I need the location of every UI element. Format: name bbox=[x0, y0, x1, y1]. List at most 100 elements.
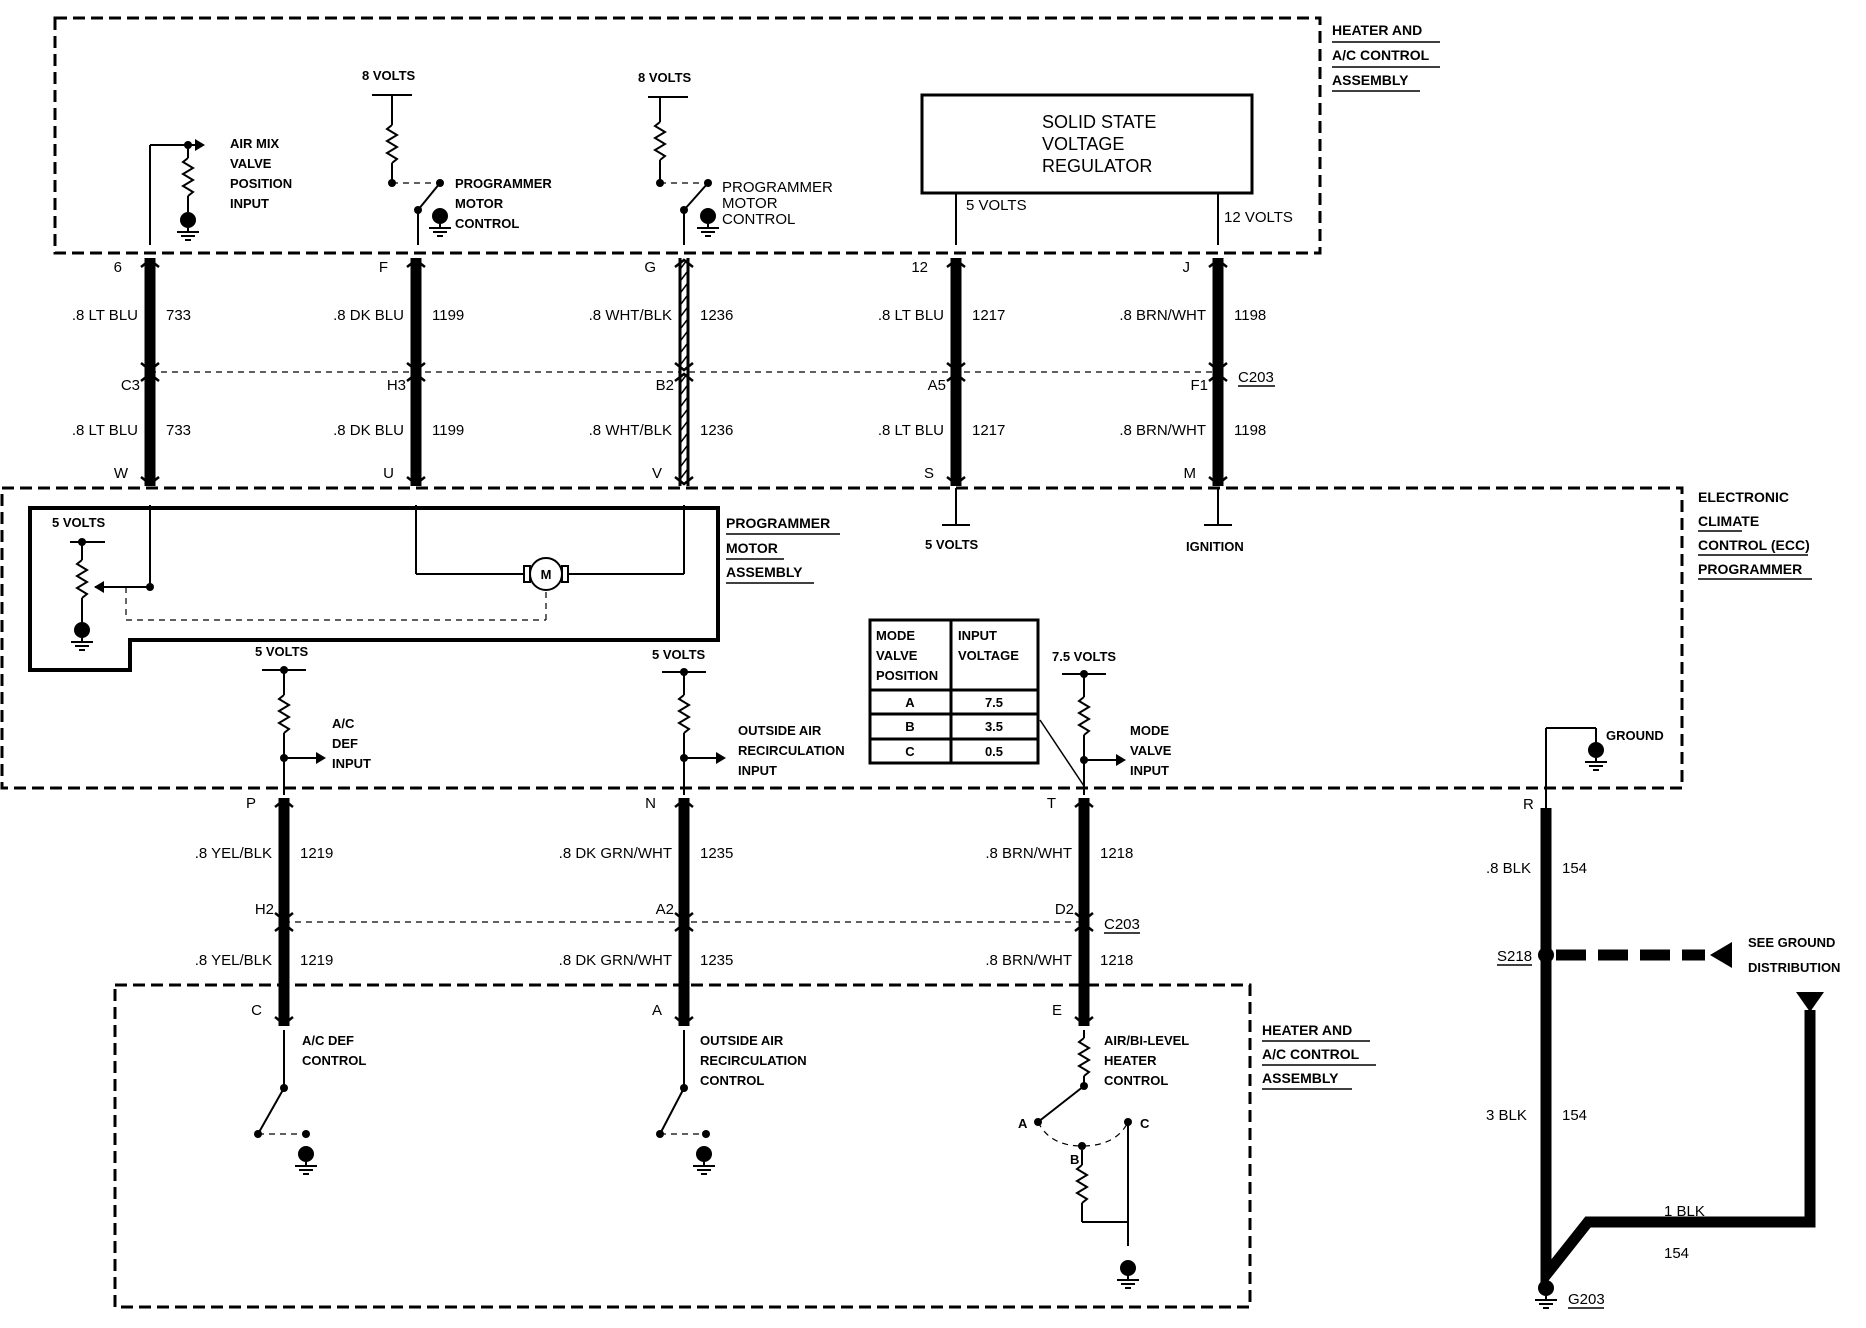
pin-label: D2 bbox=[1055, 901, 1074, 918]
svg-text:INPUT: INPUT bbox=[230, 196, 269, 211]
top-hac-box bbox=[53, 16, 1322, 255]
svg-text:CONTROL (ECC): CONTROL (ECC) bbox=[1698, 537, 1810, 553]
svg-text:RECIRCULATION: RECIRCULATION bbox=[738, 743, 845, 758]
bottom-hac-label: HEATER AND A/C CONTROL ASSEMBLY bbox=[1262, 1022, 1376, 1090]
svg-text:8 VOLTS: 8 VOLTS bbox=[638, 70, 692, 85]
svg-text:GROUND: GROUND bbox=[1606, 728, 1664, 743]
wire-color-label: .8 DK GRN/WHT bbox=[559, 952, 672, 969]
outside-air-input-circuit: 5 VOLTS OUTSIDE AIR RECIRCULATION INPUT bbox=[652, 647, 845, 795]
pin-label: G bbox=[644, 259, 656, 276]
wire-color-label: .8 WHT/BLK bbox=[589, 422, 672, 439]
svg-text:CONTROL: CONTROL bbox=[1104, 1073, 1168, 1088]
svg-text:ASSEMBLY: ASSEMBLY bbox=[1262, 1070, 1339, 1086]
regulator-outputs: 5 VOLTS 12 VOLTS bbox=[955, 193, 1293, 245]
voltage-regulator-box bbox=[920, 93, 1254, 195]
svg-text:5 VOLTS: 5 VOLTS bbox=[255, 644, 309, 659]
pin-label: F bbox=[379, 259, 388, 276]
svg-text:REGULATOR: REGULATOR bbox=[1042, 156, 1152, 176]
programmer-motor-assembly-box bbox=[28, 506, 720, 672]
ac-def-input-circuit: 5 VOLTS A/C DEF INPUT bbox=[255, 644, 371, 795]
svg-text:POSITION: POSITION bbox=[230, 176, 292, 191]
ecc-box bbox=[0, 486, 1684, 790]
svg-text:M: M bbox=[541, 567, 552, 582]
svg-text:DEF: DEF bbox=[332, 736, 358, 751]
circuit-number-label: 733 bbox=[166, 307, 191, 324]
wire-color-label: .8 LT BLU bbox=[878, 422, 944, 439]
svg-text:0.5: 0.5 bbox=[985, 744, 1003, 759]
svg-text:12 VOLTS: 12 VOLTS bbox=[1224, 209, 1293, 226]
svg-text:154: 154 bbox=[1562, 860, 1587, 877]
ground-distribution: R .8 BLK 154 S218 SEE GROUND DISTRIBUTIO… bbox=[1486, 795, 1840, 1309]
ac-def-control: A/C DEF CONTROL bbox=[254, 1030, 366, 1175]
programmer-motor: M bbox=[415, 505, 685, 591]
pin-label: W bbox=[114, 465, 129, 482]
svg-text:.8 BLK: .8 BLK bbox=[1486, 860, 1531, 877]
wire-color-label: .8 DK BLU bbox=[333, 422, 404, 439]
svg-text:MODE: MODE bbox=[1130, 723, 1169, 738]
motor-icon bbox=[529, 557, 563, 591]
pin-label: N bbox=[645, 795, 656, 812]
svg-text:S218: S218 bbox=[1497, 948, 1532, 965]
svg-text:B: B bbox=[1070, 1152, 1079, 1167]
pin-label: A5 bbox=[928, 377, 946, 394]
wire-color-label: .8 LT BLU bbox=[72, 422, 138, 439]
top-hac-label: HEATER AND A/C CONTROL ASSEMBLY bbox=[1332, 22, 1440, 92]
svg-text:PROGRAMMER: PROGRAMMER bbox=[455, 176, 552, 191]
circuit-number-label: 1198 bbox=[1234, 307, 1266, 324]
svg-text:5 VOLTS: 5 VOLTS bbox=[52, 515, 106, 530]
svg-text:A/C DEF: A/C DEF bbox=[302, 1033, 354, 1048]
svg-text:C: C bbox=[905, 744, 915, 759]
svg-text:RECIRCULATION: RECIRCULATION bbox=[700, 1053, 807, 1068]
circuit-number-label: 1217 bbox=[972, 307, 1005, 324]
ecc-m-input: IGNITION bbox=[1186, 488, 1244, 554]
svg-text:3.5: 3.5 bbox=[985, 719, 1003, 734]
programmer-motor-assembly-label: PROGRAMMER MOTOR ASSEMBLY bbox=[726, 515, 840, 584]
outside-air-control: OUTSIDE AIR RECIRCULATION CONTROL bbox=[656, 1030, 807, 1175]
voltage-regulator-label: SOLID STATE VOLTAGE REGULATOR bbox=[1042, 112, 1156, 176]
circuit-number-label: 1199 bbox=[432, 422, 464, 439]
pin-label: A bbox=[652, 1002, 662, 1019]
svg-text:OUTSIDE AIR: OUTSIDE AIR bbox=[738, 723, 822, 738]
wire-color-label: .8 BRN/WHT bbox=[985, 952, 1072, 969]
svg-text:MOTOR: MOTOR bbox=[722, 195, 778, 212]
circuit-number-label: 1218 bbox=[1100, 952, 1133, 969]
wire-color-label: .8 LT BLU bbox=[72, 307, 138, 324]
circuit-number-label: 1219 bbox=[300, 845, 333, 862]
svg-text:IGNITION: IGNITION bbox=[1186, 539, 1244, 554]
wire-color-label: .8 BRN/WHT bbox=[1119, 307, 1206, 324]
pin-label: S bbox=[924, 465, 934, 482]
svg-text:5 VOLTS: 5 VOLTS bbox=[652, 647, 706, 662]
svg-text:INPUT: INPUT bbox=[738, 763, 777, 778]
svg-text:SEE GROUND: SEE GROUND bbox=[1748, 935, 1835, 950]
pin-label: M bbox=[1184, 465, 1197, 482]
pin-label: B2 bbox=[656, 377, 674, 394]
svg-text:5 VOLTS: 5 VOLTS bbox=[925, 537, 979, 552]
wire-color-label: .8 BRN/WHT bbox=[1119, 422, 1206, 439]
svg-text:1 BLK: 1 BLK bbox=[1664, 1203, 1705, 1220]
pin-label: P bbox=[246, 795, 256, 812]
wire-color-label: .8 WHT/BLK bbox=[589, 307, 672, 324]
pin-label: 12 bbox=[911, 259, 928, 276]
c203-lower-label: C203 bbox=[1104, 916, 1140, 933]
svg-text:AIR/BI-LEVEL: AIR/BI-LEVEL bbox=[1104, 1033, 1189, 1048]
pin-label: J bbox=[1183, 259, 1191, 276]
svg-text:A/C CONTROL: A/C CONTROL bbox=[1332, 47, 1430, 63]
pin-label: U bbox=[383, 465, 394, 482]
svg-text:MOTOR: MOTOR bbox=[455, 196, 504, 211]
air-mix-circuit: AIR MIX VALVE POSITION INPUT bbox=[149, 136, 292, 245]
svg-text:AIR MIX: AIR MIX bbox=[230, 136, 279, 151]
wire-color-label: .8 DK GRN/WHT bbox=[559, 845, 672, 862]
pin-label: C3 bbox=[121, 377, 140, 394]
svg-text:ASSEMBLY: ASSEMBLY bbox=[1332, 72, 1409, 88]
svg-text:R: R bbox=[1523, 796, 1534, 813]
svg-text:C: C bbox=[1140, 1116, 1150, 1131]
